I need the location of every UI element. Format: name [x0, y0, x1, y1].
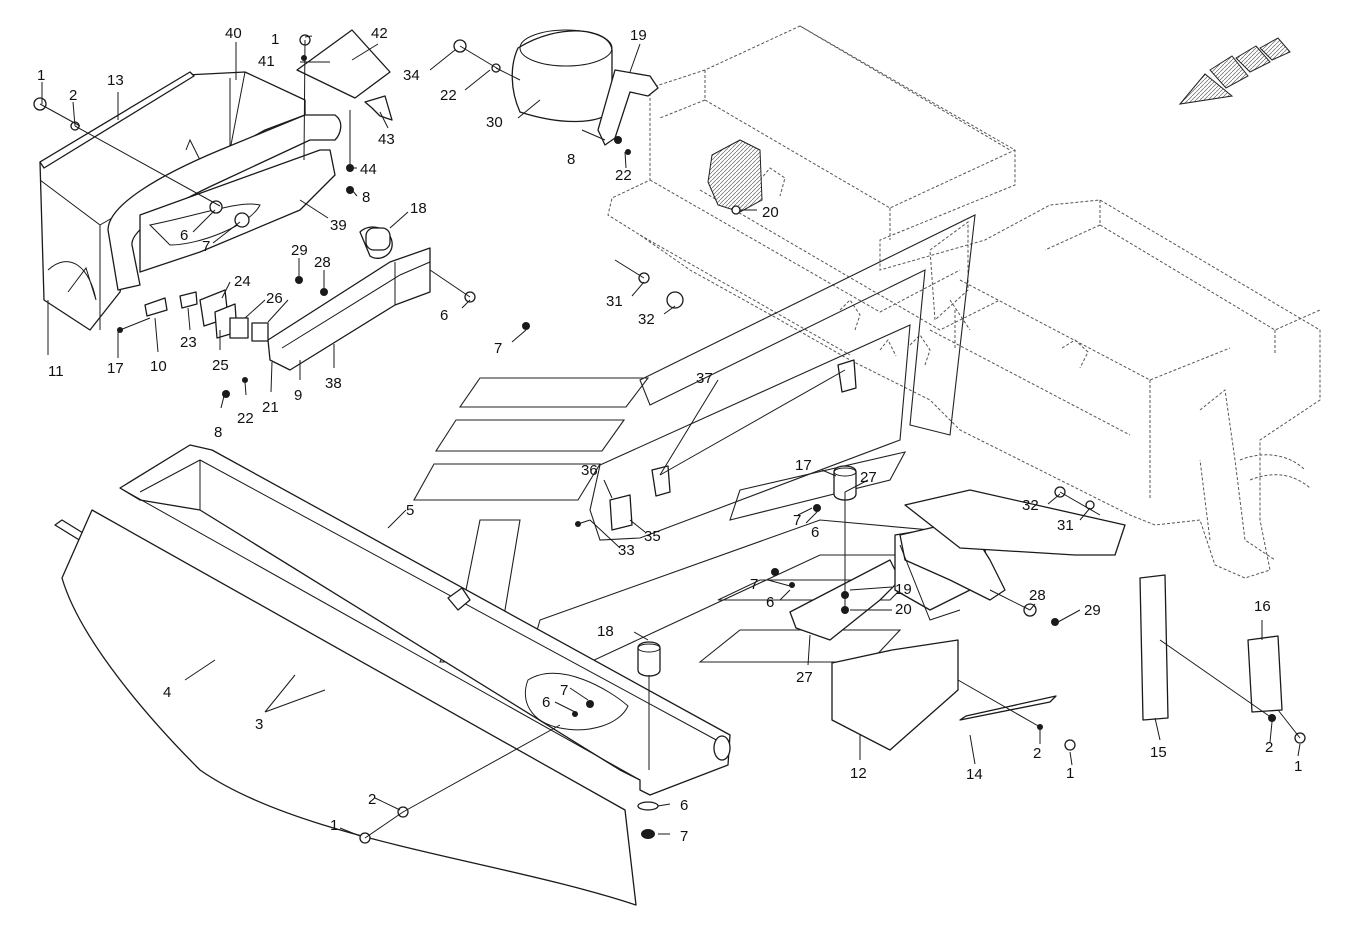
- callout-16: 16: [1254, 598, 1271, 615]
- callout-41: 41: [258, 53, 275, 70]
- callout-43: 43: [378, 131, 395, 148]
- callout-33: 33: [618, 542, 635, 559]
- callout-1-e: 1: [330, 817, 338, 834]
- callout-28-a: 28: [314, 254, 331, 271]
- callout-6-a: 6: [180, 227, 188, 244]
- callout-1-b: 1: [271, 31, 279, 48]
- callout-24: 24: [234, 273, 251, 290]
- side-panel-4: [61, 509, 637, 906]
- callout-6-b: 6: [440, 307, 448, 324]
- callout-40: 40: [225, 25, 242, 42]
- callout-19-a: 19: [630, 27, 647, 44]
- pipe-assembly: [107, 114, 342, 291]
- callout-34: 34: [403, 67, 420, 84]
- callout-8-a: 8: [362, 189, 370, 206]
- callout-31-b: 31: [1057, 517, 1074, 534]
- callout-29-b: 29: [1084, 602, 1101, 619]
- callout-14: 14: [966, 766, 983, 783]
- callout-6-d: 6: [766, 594, 774, 611]
- callout-22-b: 22: [615, 167, 632, 184]
- callout-44: 44: [360, 161, 377, 178]
- callout-17-a: 17: [107, 360, 124, 377]
- callout-6-c: 6: [811, 524, 819, 541]
- strip-14: [959, 695, 1057, 721]
- callout-9: 9: [294, 387, 302, 404]
- callout-2-c: 2: [1033, 745, 1041, 762]
- callout-8-c: 8: [214, 424, 222, 441]
- callout-20-a: 20: [762, 204, 779, 221]
- rubber-bumper-18-top: [365, 227, 391, 251]
- callout-15: 15: [1150, 744, 1167, 761]
- plate-15: [1139, 574, 1169, 721]
- callout-3: 3: [255, 716, 263, 733]
- callout-37: 37: [696, 370, 713, 387]
- callout-39: 39: [330, 217, 347, 234]
- callout-1-d: 1: [1066, 765, 1074, 782]
- callout-23: 23: [180, 334, 197, 351]
- panel-12: [831, 639, 959, 751]
- callout-2-d: 2: [368, 791, 376, 808]
- callout-27-a: 27: [860, 469, 877, 486]
- drum-guard: [511, 29, 659, 146]
- callout-31-a: 31: [606, 293, 623, 310]
- callout-21: 21: [262, 399, 279, 416]
- callout-2-b: 2: [1265, 739, 1273, 756]
- leader-lines: [39, 35, 1301, 839]
- callout-11: 11: [48, 363, 64, 380]
- rubber-bumper-18-bottom: [637, 641, 661, 677]
- callout-2-a: 2: [69, 87, 77, 104]
- callout-42: 42: [371, 25, 388, 42]
- callout-7-f: 7: [680, 828, 688, 845]
- callout-22-a: 22: [440, 87, 457, 104]
- callout-5: 5: [406, 502, 414, 519]
- callout-7-a: 7: [202, 238, 210, 255]
- callout-4: 4: [163, 684, 171, 701]
- callout-1-c: 1: [1294, 758, 1302, 775]
- mounting-rail-13: [39, 71, 195, 169]
- callout-7-d: 7: [750, 576, 758, 593]
- side-box-housing: [39, 71, 306, 331]
- callout-7-e: 7: [560, 682, 568, 699]
- machine-housing-outline: [607, 25, 1321, 579]
- callout-10: 10: [150, 358, 167, 375]
- callout-7-c: 7: [793, 512, 801, 529]
- callout-13: 13: [107, 72, 124, 89]
- frame-beam: [119, 444, 731, 796]
- callout-labels: 1 2 13 40 1 41 42 43 44 8 39 34 22 30 19…: [37, 25, 1302, 845]
- callout-36: 36: [581, 462, 598, 479]
- bracket-43: [364, 95, 393, 121]
- callout-29-a: 29: [291, 242, 308, 259]
- callout-6-f: 6: [680, 797, 688, 814]
- callout-8-b: 8: [567, 151, 575, 168]
- callout-7-b: 7: [494, 340, 502, 357]
- callout-28-b: 28: [1029, 587, 1046, 604]
- callout-22-c: 22: [237, 410, 254, 427]
- callout-20-b: 20: [895, 601, 912, 618]
- travel-direction-arrow-icon: [1178, 37, 1291, 105]
- callout-38: 38: [325, 375, 342, 392]
- callout-32-b: 32: [1022, 497, 1039, 514]
- callout-32-a: 32: [638, 311, 655, 328]
- clamp-35-36-37: [609, 359, 857, 531]
- callout-35: 35: [644, 528, 661, 545]
- callout-1-a: 1: [37, 67, 45, 84]
- right-bracket-assembly: [789, 489, 1126, 641]
- callout-18-b: 18: [597, 623, 614, 640]
- bracket-16: [1247, 635, 1283, 713]
- callout-26: 26: [266, 290, 283, 307]
- callout-25: 25: [212, 357, 229, 374]
- callout-27-b: 27: [796, 669, 813, 686]
- detail-callout-outline: [524, 672, 629, 731]
- callout-17-b: 17: [795, 457, 812, 474]
- callout-30: 30: [486, 114, 503, 131]
- callout-19-b: 19: [895, 581, 912, 598]
- callout-12: 12: [850, 765, 867, 782]
- callout-6-e: 6: [542, 694, 550, 711]
- rubber-bumper-17: [833, 465, 857, 501]
- cover-plate-42: [296, 29, 391, 99]
- clamp-parts: [144, 289, 269, 342]
- callout-18-a: 18: [410, 200, 427, 217]
